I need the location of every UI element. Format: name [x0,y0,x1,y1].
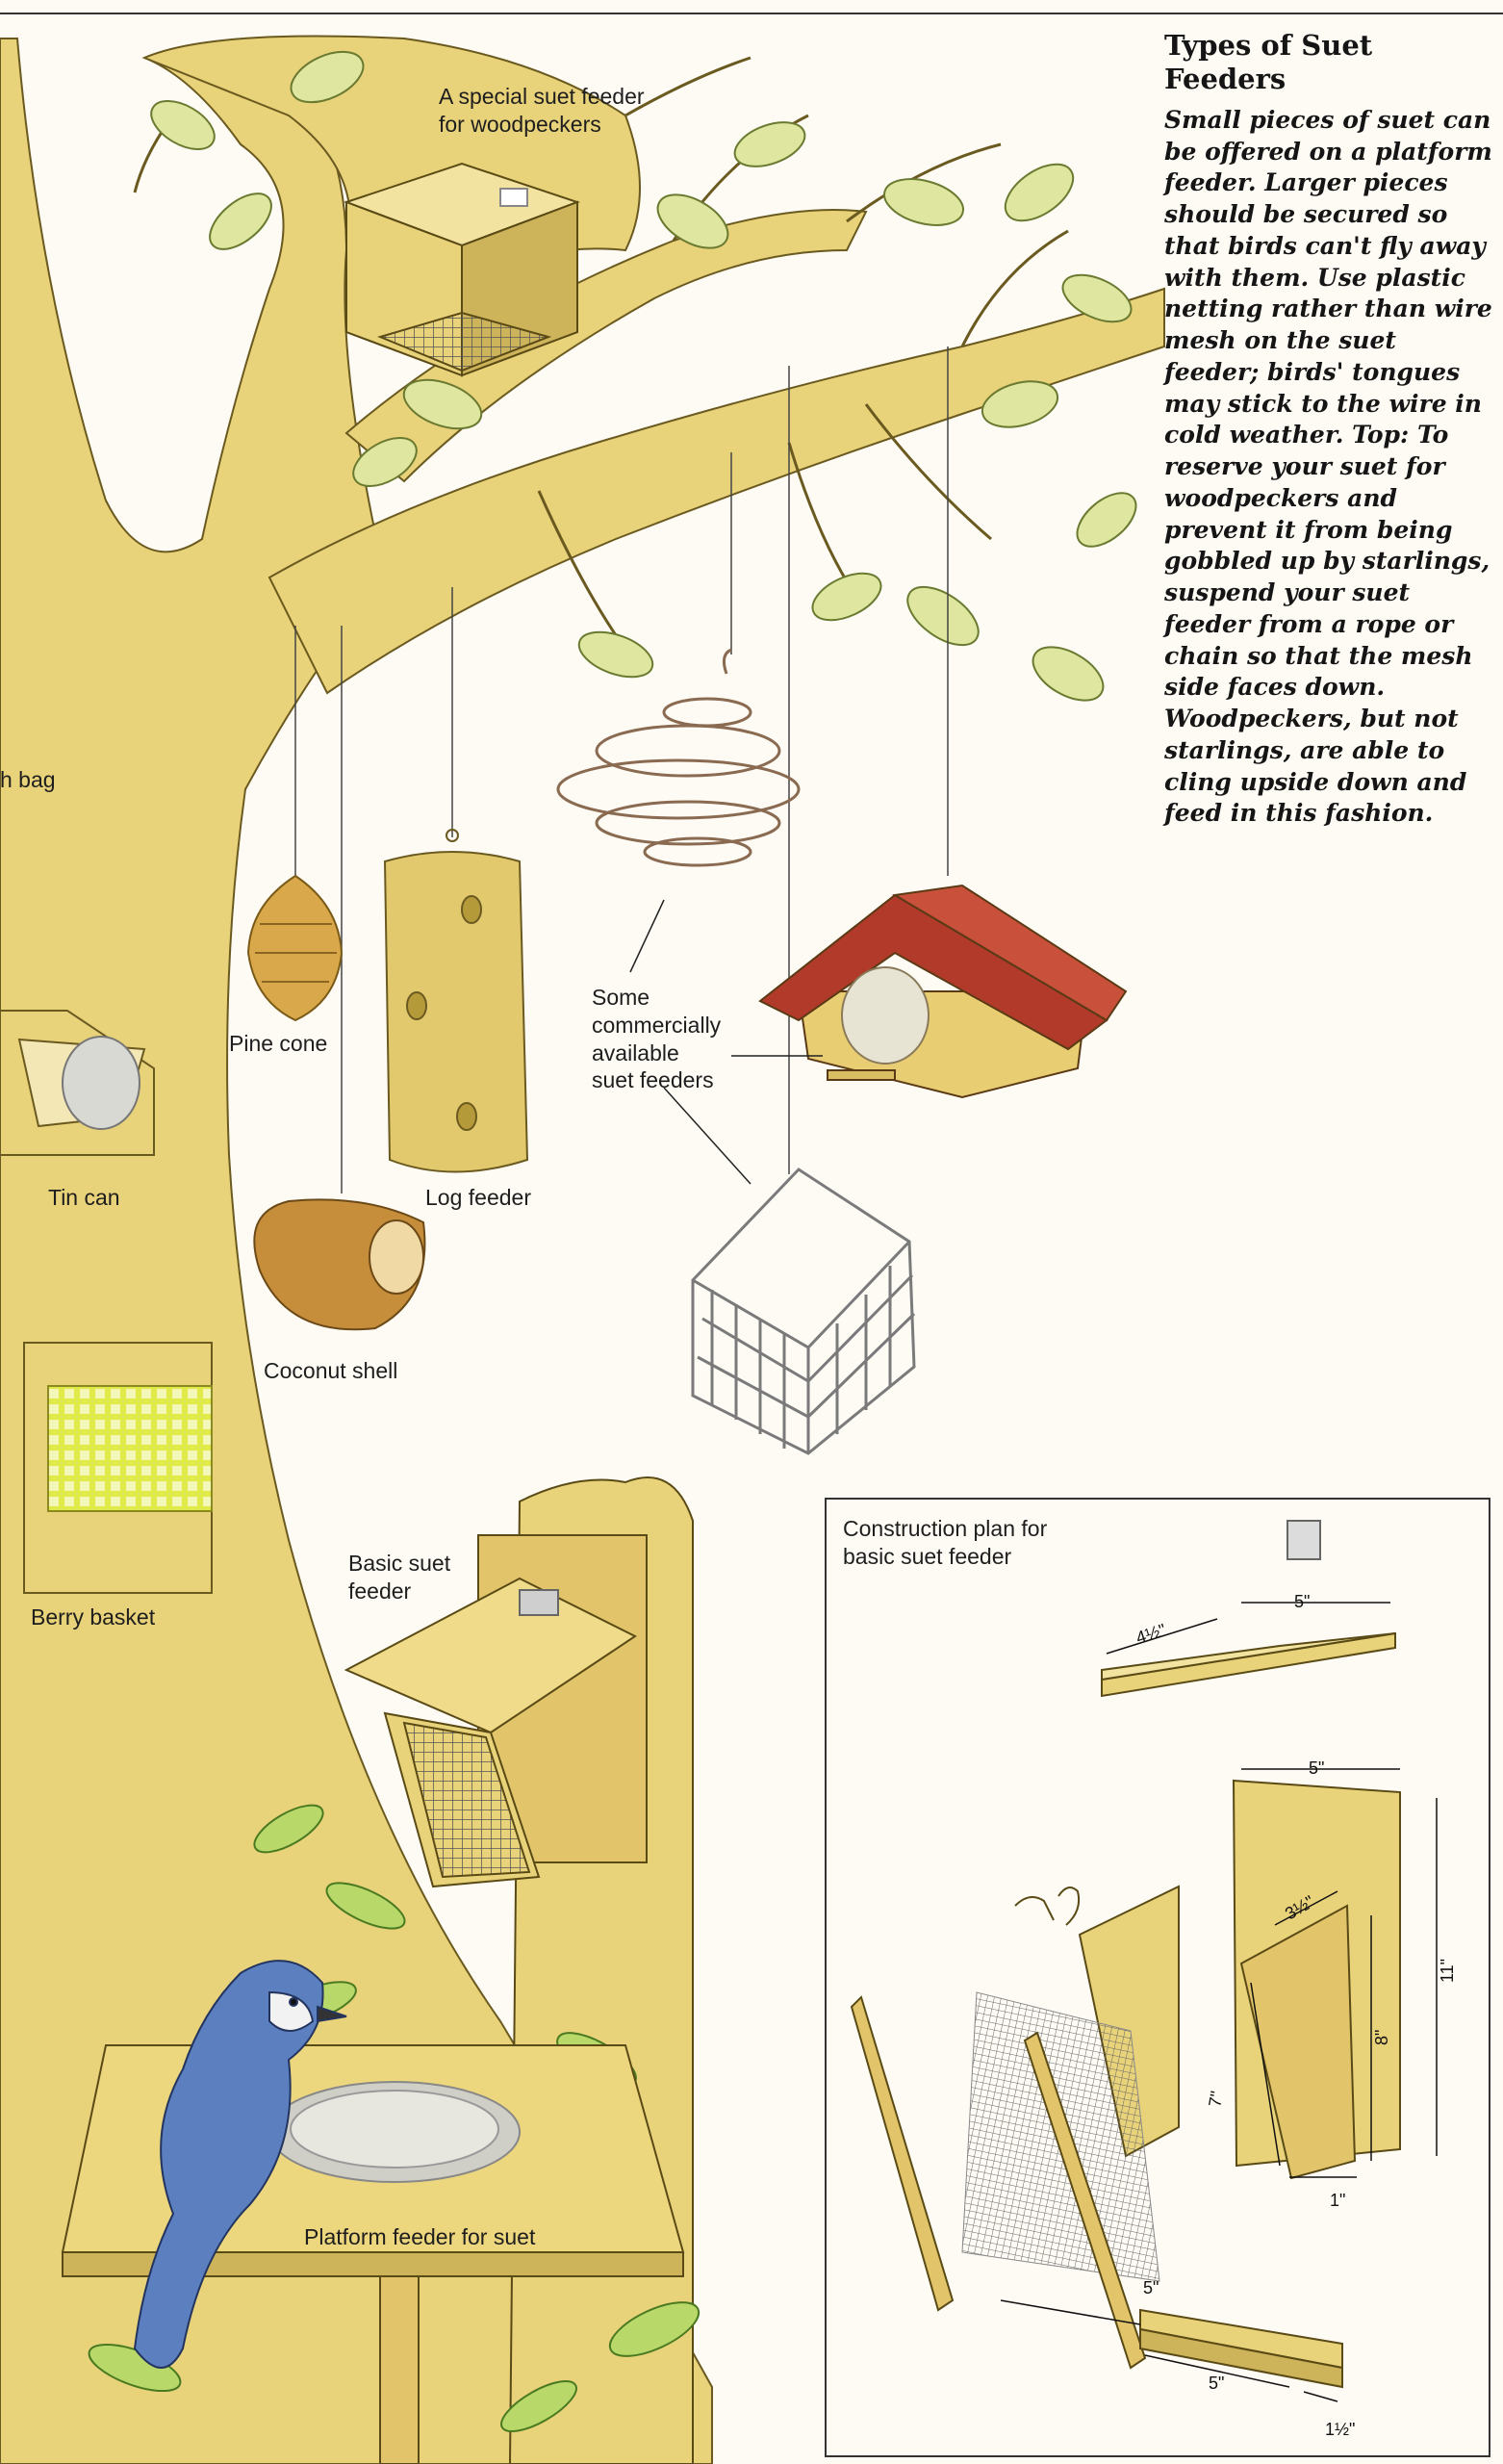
label-woodpecker-feeder: A special suet feeder for woodpeckers [439,84,645,137]
dim-roof-width: 5" [1294,1592,1310,1611]
tin-can [0,1010,155,1156]
label-berry-basket: Berry basket [31,1604,156,1630]
label-coconut-shell: Coconut shell [264,1358,398,1383]
dim-bottom-width: 5" [1209,2374,1224,2393]
dim-back-height: 11" [1438,1959,1457,1983]
dim-side-bottom: 1" [1330,2191,1345,2210]
leader-lines [629,899,823,1185]
main-branch [267,287,1165,695]
sidebar: Types of Suet Feeders Small pieces of su… [1164,29,1496,830]
leaves [150,50,1137,702]
woodpecker-feeder [344,162,580,377]
dimension-lines [1000,1602,1438,2402]
cage-feeder [691,1168,916,1455]
label-bag-fragment: h bag [0,767,56,792]
birdhouse-feeder [758,884,1128,1099]
label-construction-plan: Construction plan for basic suet feeder [843,1516,1048,1570]
label-basic-suet-feeder: Basic suet feeder [348,1551,451,1604]
dim-bottom-depth: 1½" [1325,2420,1355,2439]
pine-cone [246,874,344,1022]
sidebar-title: Types of Suet Feeders [1164,29,1373,96]
dim-mesh-width: 5" [1143,2278,1159,2297]
plan-parts [850,1520,1401,2389]
label-pine-cone: Pine cone [229,1031,328,1056]
berry-basket [23,1342,213,1594]
log-feeder [383,829,529,1173]
coconut-shell [253,1198,426,1331]
sidebar-body: Small pieces of suet can be offered on a… [1164,105,1492,828]
spiral-feeder [556,648,801,867]
label-platform-feeder: Platform feeder for suet [304,2224,536,2249]
label-commercial-feeders: Some commercially available suet feeders [592,985,722,1093]
dim-back-width: 5" [1309,1758,1324,1778]
hanging-strings [294,346,949,1194]
dim-front-height: 7" [1205,2090,1227,2109]
label-log-feeder: Log feeder [425,1185,531,1210]
label-tin-can: Tin can [48,1185,120,1210]
blue-jay [133,1960,347,2369]
dim-side-height: 8" [1372,2030,1391,2045]
